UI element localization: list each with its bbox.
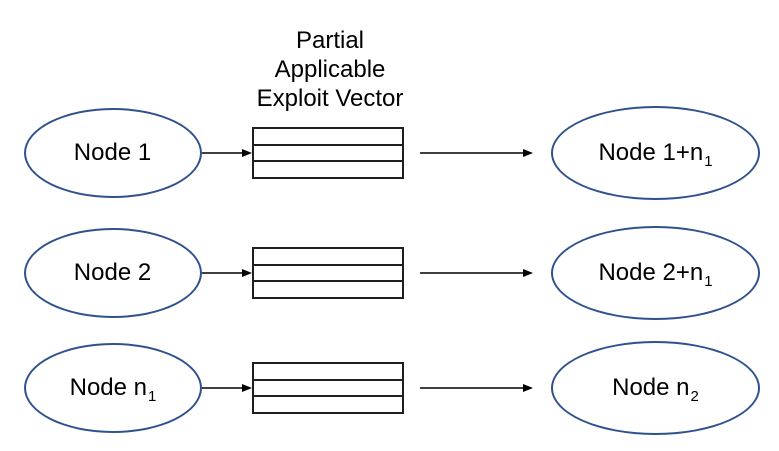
node-label-text: Node 2 xyxy=(73,259,152,286)
source-node-label: Node n1 xyxy=(69,374,157,405)
exploit-vector-box xyxy=(252,362,404,414)
node-label-subscript: 2 xyxy=(690,388,699,405)
node-label-subscript: 1 xyxy=(148,388,157,405)
exploit-vector-box xyxy=(252,127,404,179)
target-node-ellipse: Node 1+n1 xyxy=(551,106,760,200)
exploit-vector-cell xyxy=(254,397,402,412)
exploit-vector-cell xyxy=(254,266,402,283)
node-label-text: Node n xyxy=(612,374,690,401)
source-to-vector-arrow xyxy=(202,269,252,277)
source-to-vector-arrow xyxy=(202,384,252,392)
node-label-text: Node n xyxy=(69,374,148,401)
target-node-label: Node 1+n1 xyxy=(598,139,713,170)
diagram-row: Node 1 Node 1+n1 xyxy=(0,106,779,200)
source-node-label: Node 1 xyxy=(74,139,152,167)
exploit-vector-cell xyxy=(254,364,402,381)
target-node-label: Node n2 xyxy=(612,374,699,405)
vector-title: Partial Applicable Exploit Vector xyxy=(230,26,430,113)
node-label-text: Node 1+n xyxy=(598,139,704,166)
node-label-text: Node 1 xyxy=(73,139,152,166)
node-label-subscript: 1 xyxy=(704,273,713,290)
exploit-vector-cell xyxy=(254,381,402,398)
exploit-vector-cell xyxy=(254,146,402,163)
source-node-ellipse: Node 2 xyxy=(24,228,202,318)
node-label-text: Node 2+n xyxy=(598,259,704,286)
source-node-ellipse: Node n1 xyxy=(24,343,202,433)
source-to-vector-arrow xyxy=(202,149,252,157)
target-node-ellipse: Node n2 xyxy=(551,341,760,435)
vector-title-line: Partial xyxy=(295,27,365,54)
vector-title-line: Exploit Vector xyxy=(256,85,404,112)
diagram-row: Node 2 Node 2+n1 xyxy=(0,226,779,320)
target-node-label: Node 2+n1 xyxy=(598,259,713,290)
exploit-vector-cell xyxy=(254,129,402,146)
vector-to-target-arrow xyxy=(420,269,533,277)
target-node-ellipse: Node 2+n1 xyxy=(551,226,760,320)
exploit-vector-cell xyxy=(254,282,402,297)
source-node-ellipse: Node 1 xyxy=(24,108,202,198)
exploit-vector-cell xyxy=(254,249,402,266)
vector-to-target-arrow xyxy=(420,149,533,157)
vector-to-target-arrow xyxy=(420,384,533,392)
exploit-vector-cell xyxy=(254,162,402,177)
diagram-row: Node n1 Node n2 xyxy=(0,341,779,435)
source-node-label: Node 2 xyxy=(74,259,152,287)
vector-title-line: Applicable xyxy=(274,56,386,83)
node-label-subscript: 1 xyxy=(704,153,713,170)
exploit-vector-box xyxy=(252,247,404,299)
